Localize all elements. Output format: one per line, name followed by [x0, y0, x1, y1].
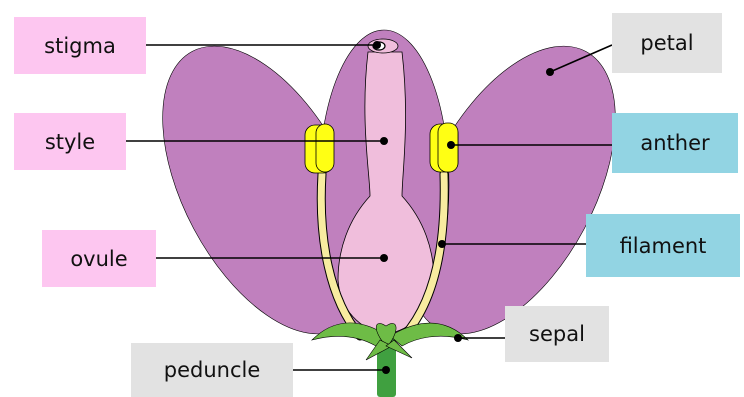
dot-sepal	[454, 334, 462, 342]
dot-anther	[447, 141, 455, 149]
dot-filament	[438, 240, 446, 248]
dot-petal	[546, 68, 554, 76]
label-stigma: stigma	[14, 17, 146, 74]
label-petal: petal	[612, 13, 722, 73]
label-ovule: ovule	[42, 230, 156, 287]
label-style: style	[14, 113, 126, 170]
label-anther: anther	[612, 113, 738, 173]
label-filament: filament	[586, 214, 740, 277]
label-sepal: sepal	[505, 306, 609, 362]
dot-stigma	[373, 41, 381, 49]
dot-ovule	[380, 254, 388, 262]
dot-style	[380, 137, 388, 145]
dot-peduncle	[382, 366, 390, 374]
label-peduncle: peduncle	[131, 343, 293, 397]
